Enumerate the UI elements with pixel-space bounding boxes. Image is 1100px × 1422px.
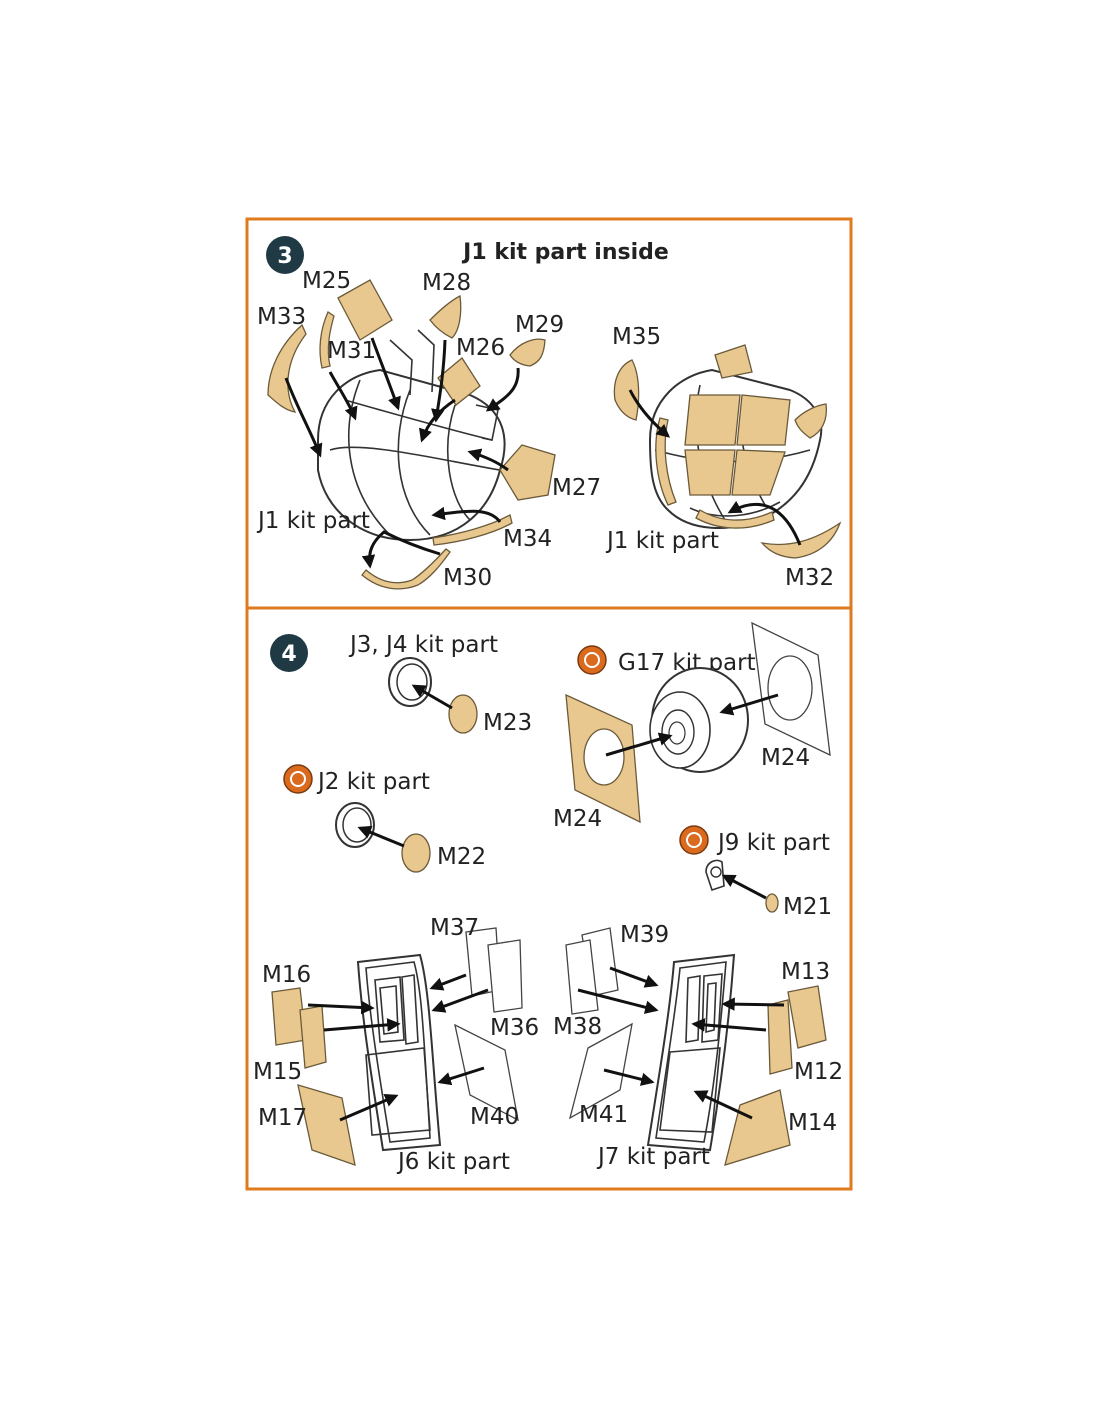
- kit-part-j6: [356, 953, 442, 1152]
- mask-m21: [765, 893, 779, 913]
- label-m12: M12: [794, 1059, 843, 1085]
- label-m33: M33: [257, 304, 306, 330]
- label-m17: M17: [258, 1105, 307, 1131]
- rotate-warning-icon: [283, 764, 313, 794]
- step-3-title: J1 kit part inside: [461, 240, 669, 265]
- label-m40: M40: [470, 1104, 519, 1130]
- label-m21: M21: [783, 894, 832, 920]
- label-j7: J7 kit part: [596, 1144, 710, 1170]
- mask-right-top-right: [794, 403, 828, 439]
- warning-badge-j9: [679, 825, 709, 855]
- label-j1-right: J1 kit part: [605, 528, 719, 554]
- step-3-badge: [266, 236, 304, 274]
- label-m31: M31: [327, 338, 376, 364]
- mask-m34: [432, 514, 513, 546]
- warning-badge-g17: [577, 645, 607, 675]
- kit-part-j9: [705, 859, 725, 892]
- label-m27: M27: [552, 475, 601, 501]
- mask-m23: [448, 694, 478, 734]
- label-j3-j4: J3, J4 kit part: [348, 632, 498, 658]
- mask-m31: [319, 311, 335, 369]
- label-j6: J6 kit part: [396, 1149, 510, 1175]
- step-4-panel: 4 J3, J4 kit part M23 J2 kit part M22 G1…: [253, 621, 843, 1175]
- label-m25: M25: [302, 268, 351, 294]
- label-m26: M26: [456, 335, 505, 361]
- label-m37: M37: [430, 915, 479, 941]
- mask-m14: [724, 1089, 791, 1166]
- step-3-panel: 3 J1 kit part inside: [256, 236, 842, 591]
- label-m24-left: M24: [553, 806, 602, 832]
- label-j1-left: J1 kit part: [256, 508, 370, 534]
- mask-m26: [437, 357, 481, 406]
- mask-m36-outline: [487, 939, 523, 1013]
- kit-part-j7: [646, 953, 736, 1152]
- ghost-masks-j6: [454, 927, 523, 1122]
- mask-m12: [767, 999, 793, 1075]
- mask-right-pane-1: [684, 394, 741, 446]
- ghost-masks-j7: [565, 927, 633, 1120]
- masks-left-canopy: [267, 279, 556, 590]
- step-4-number: 4: [281, 642, 296, 667]
- label-m29: M29: [515, 312, 564, 338]
- mask-m13: [787, 985, 827, 1049]
- mask-m24-left: [565, 693, 641, 824]
- rotate-warning-icon: [679, 825, 709, 855]
- arrows-j7: [577, 966, 785, 1120]
- arrows-j6: [307, 973, 489, 1122]
- step-4-badge: [270, 634, 308, 672]
- label-m41: M41: [579, 1102, 628, 1128]
- label-m30: M30: [443, 565, 492, 591]
- mask-m35: [613, 359, 640, 421]
- mask-m25: [337, 279, 393, 341]
- label-m15: M15: [253, 1059, 302, 1085]
- label-m39: M39: [620, 922, 669, 948]
- label-m28: M28: [422, 270, 471, 296]
- mask-m33: [267, 323, 307, 413]
- mask-right-pane-4: [731, 449, 786, 496]
- mask-m27: [499, 444, 556, 501]
- label-j9: J9 kit part: [716, 830, 830, 856]
- mask-m38-outline: [565, 939, 599, 1015]
- label-m16: M16: [262, 962, 311, 988]
- wheel-g17: [649, 667, 749, 773]
- mask-right-bottom: [695, 509, 775, 529]
- mask-right-pane-3: [684, 449, 736, 496]
- label-m24-right: M24: [761, 745, 810, 771]
- ring-j3-j4: [388, 657, 432, 707]
- mask-m15: [299, 1005, 327, 1069]
- mask-m30: [361, 548, 451, 590]
- label-m13: M13: [781, 959, 830, 985]
- label-j2: J2 kit part: [316, 769, 430, 795]
- arrows-right-canopy: [628, 389, 802, 546]
- label-m38: M38: [553, 1014, 602, 1040]
- mask-m41-outline: [568, 1022, 633, 1120]
- canopy-right-kit-part: [648, 368, 823, 529]
- mask-m17: [297, 1084, 356, 1166]
- label-m22: M22: [437, 844, 486, 870]
- mask-m22: [401, 833, 431, 873]
- label-m35: M35: [612, 324, 661, 350]
- instruction-frame: [245, 217, 853, 1191]
- masks-right-canopy: [613, 344, 842, 559]
- label-m14: M14: [788, 1110, 837, 1136]
- warning-badge-j2: [283, 764, 313, 794]
- ring-j2: [335, 802, 375, 848]
- step-3-number: 3: [277, 244, 292, 269]
- mask-m28: [429, 295, 462, 339]
- mask-right-top-left: [714, 344, 753, 379]
- arrows-left-canopy: [284, 337, 520, 569]
- label-m34: M34: [503, 526, 552, 552]
- mask-m32: [760, 521, 842, 559]
- label-m36: M36: [490, 1015, 539, 1041]
- mask-right-side: [655, 417, 677, 506]
- label-m32: M32: [785, 565, 834, 591]
- rotate-warning-icon: [577, 645, 607, 675]
- label-m23: M23: [483, 710, 532, 736]
- mask-m40-outline: [454, 1023, 519, 1122]
- mask-right-pane-2: [736, 394, 791, 446]
- mask-m29: [509, 338, 546, 367]
